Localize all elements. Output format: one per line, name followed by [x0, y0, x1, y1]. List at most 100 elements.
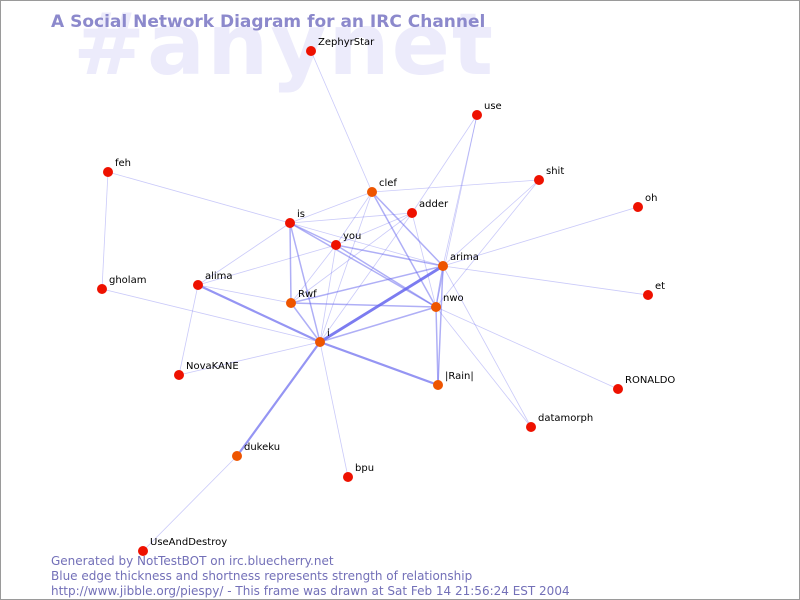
node-label: RONALDO	[625, 375, 675, 386]
node-zephyrstar[interactable]: ZephyrStar	[306, 37, 375, 56]
node-label: feh	[115, 158, 131, 169]
edge-use-adder	[411, 114, 478, 214]
node-label: et	[655, 281, 665, 292]
node-bpu[interactable]: bpu	[343, 463, 374, 482]
node-dot	[174, 370, 184, 380]
node-dot	[643, 290, 653, 300]
node-rain[interactable]: |Rain|	[433, 371, 474, 390]
edge-adder-you	[335, 212, 413, 246]
node-label: UseAndDestroy	[150, 537, 227, 548]
node-dot	[472, 110, 482, 120]
node-is[interactable]: is	[285, 209, 305, 228]
edge-feh-gholam	[101, 171, 109, 290]
edge-alima-novakane	[178, 284, 199, 376]
edge-arima-et	[442, 265, 649, 296]
edge-zephyrstar-clef	[310, 50, 373, 193]
node-dot	[138, 546, 148, 556]
node-use[interactable]: use	[472, 101, 502, 120]
edge-rwf-nwo	[290, 302, 437, 308]
edge-is-rwf	[289, 222, 292, 304]
edge-oh-arima	[442, 206, 639, 267]
node-datamorph[interactable]: datamorph	[526, 413, 593, 432]
edge-adder-i	[319, 212, 413, 343]
node-dot	[343, 472, 353, 482]
node-novakane[interactable]: NovaKANE	[174, 361, 239, 380]
node-label: gholam	[109, 275, 146, 286]
edge-clef-i	[319, 191, 373, 343]
node-label: nwo	[443, 293, 464, 304]
node-dukeku[interactable]: dukeku	[232, 442, 280, 461]
edge-adder-nwo	[411, 212, 437, 308]
node-dot	[331, 240, 341, 250]
node-label: dukeku	[244, 442, 280, 453]
footer-legend-note: Blue edge thickness and shortness repres…	[51, 569, 473, 583]
node-label: clef	[379, 178, 397, 189]
edge-i-dukeku	[235, 340, 322, 458]
node-dot	[438, 261, 448, 271]
node-dot	[633, 202, 643, 212]
node-rwf[interactable]: Rwf	[286, 289, 317, 308]
node-et[interactable]: et	[643, 281, 665, 300]
node-dot	[526, 422, 536, 432]
channel-watermark: #anynet	[73, 0, 496, 95]
footer-generated-by: Generated by NotTestBOT on irc.bluecherr…	[51, 554, 334, 568]
edge-i-bpu	[319, 341, 349, 478]
edge-clef-arima	[371, 191, 444, 267]
node-label: adder	[419, 199, 449, 210]
diagram-title: A Social Network Diagram for an IRC Chan…	[51, 12, 486, 32]
footer: Generated by NotTestBOT on irc.bluecherr…	[51, 554, 570, 599]
node-oh[interactable]: oh	[633, 193, 657, 212]
edge-alima-i	[196, 283, 322, 344]
node-dot	[613, 384, 623, 394]
edge-shit-clef	[371, 179, 540, 193]
edge-i-rain	[318, 340, 440, 387]
edge-adder-rwf	[290, 212, 413, 304]
node-i[interactable]: i	[315, 328, 330, 347]
node-dot	[431, 302, 441, 312]
edge-clef-nwo	[371, 191, 437, 308]
node-dot	[286, 298, 296, 308]
edge-rwf-i	[290, 302, 321, 343]
edge-is-alima	[197, 222, 291, 286]
edge-clef-you	[335, 191, 373, 246]
node-nwo[interactable]: nwo	[431, 293, 464, 312]
edge-arima-datamorph	[442, 265, 532, 428]
node-you[interactable]: you	[331, 231, 361, 250]
node-dot	[193, 280, 203, 290]
edge-you-arima	[335, 244, 444, 267]
node-label: i	[327, 328, 330, 339]
node-arima[interactable]: arima	[438, 252, 479, 271]
edge-nwo-datamorph	[435, 306, 532, 428]
node-label: ZephyrStar	[318, 37, 375, 48]
edge-is-arima	[289, 222, 444, 267]
edge-nwo-i	[319, 306, 437, 343]
edge-arima-nwo	[435, 265, 444, 308]
node-dot	[367, 187, 377, 197]
node-dot	[433, 380, 443, 390]
node-dot	[103, 167, 113, 177]
edge-is-adder	[289, 212, 413, 224]
node-label: NovaKANE	[186, 361, 239, 372]
node-label: |Rain|	[445, 371, 474, 382]
edge-arima-rain	[437, 265, 444, 386]
node-gholam[interactable]: gholam	[97, 275, 146, 294]
node-clef[interactable]: clef	[367, 178, 397, 197]
node-ronaldo[interactable]: RONALDO	[613, 375, 675, 394]
node-alima[interactable]: alima	[193, 271, 233, 290]
node-useanddestroy[interactable]: UseAndDestroy	[138, 537, 227, 556]
edge-i-novakane	[178, 341, 321, 376]
node-adder[interactable]: adder	[407, 199, 449, 218]
edge-arima-rwf	[290, 265, 444, 304]
edge-you-nwo	[335, 244, 437, 308]
edge-nwo-ronaldo	[435, 306, 619, 390]
node-label: bpu	[355, 463, 374, 474]
edge-shit-nwo	[435, 179, 540, 308]
node-shit[interactable]: shit	[534, 166, 564, 185]
edge-is-nwo	[289, 222, 437, 308]
edge-nwo-rain	[435, 306, 439, 386]
node-label: datamorph	[538, 413, 593, 424]
node-feh[interactable]: feh	[103, 158, 131, 177]
edge-is-clef	[289, 191, 373, 224]
edge-alima-rwf	[197, 284, 292, 304]
